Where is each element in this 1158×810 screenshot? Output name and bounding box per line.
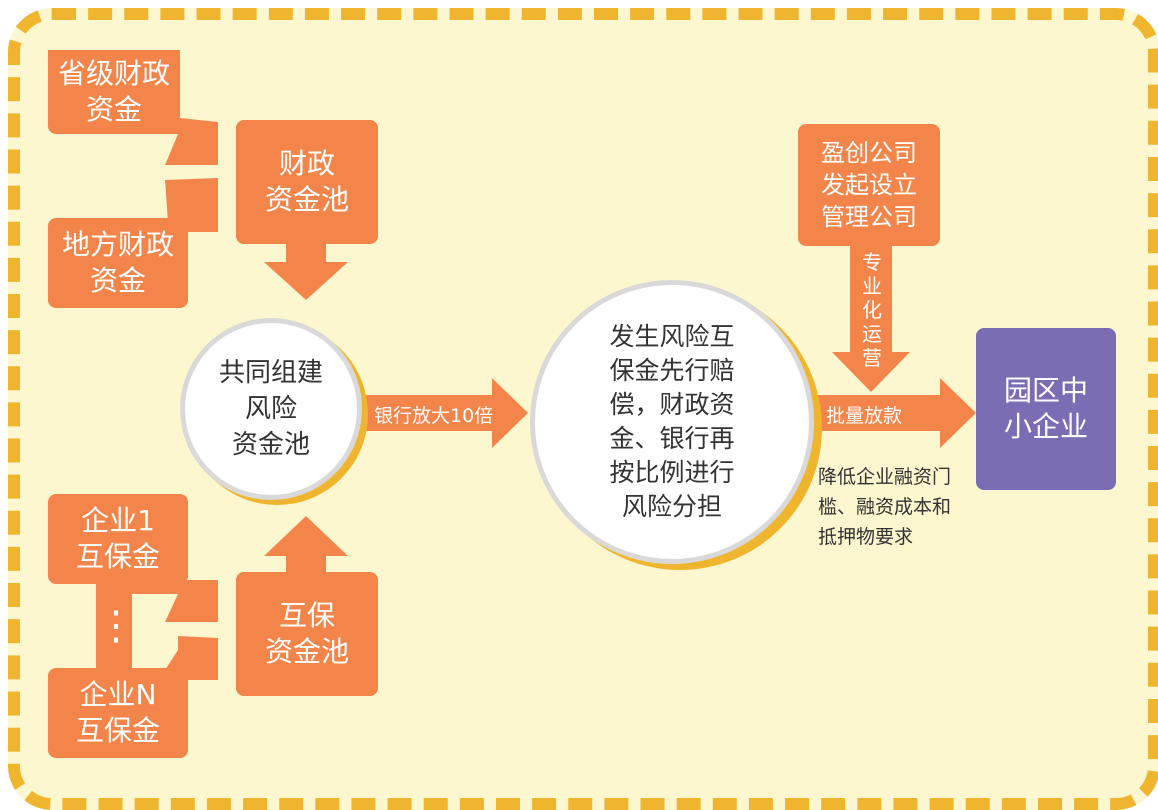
arrow-ent1-to-mutual	[120, 580, 218, 622]
local-funds-box: 地方财政 资金	[48, 218, 188, 308]
arrow-yingchuang-down	[832, 246, 910, 392]
batch-loan-label: 批量放款	[826, 405, 903, 427]
bank-amplify-label: 银行放大10倍	[374, 405, 494, 427]
enterprise-1-box: 企业1 互保金	[48, 494, 188, 584]
mutual-pool-box: 互保 资金池	[236, 572, 378, 696]
park-sme-box: 园区中 小企业	[976, 328, 1116, 490]
reduce-threshold-note: 降低企业融资门 槛、融资成本和 抵押物要求	[818, 466, 952, 548]
fiscal-pool-box: 财政 资金池	[236, 120, 378, 244]
arrow-mutual-to-risk	[264, 516, 348, 575]
arrow-batch-loan	[812, 378, 976, 448]
compensation-circle: 发生风险互 保金先行赔 偿，财政资 金、银行再 按比例进行 风险分担	[530, 280, 814, 564]
arrow-fiscal-to-risk	[264, 244, 348, 300]
enterprise-n-box: 企业N 互保金	[48, 668, 188, 758]
risk-pool-circle: 共同组建 风险 资金池	[180, 318, 362, 500]
arrow-risk-to-compensation	[366, 378, 528, 448]
professional-ops-label: 专 业 化 运 营	[862, 250, 882, 370]
yingchuang-box: 盈创公司 发起设立 管理公司	[798, 124, 940, 246]
ellipsis-dots: ⋮	[96, 603, 136, 649]
provincial-funds-box: 省级财政 资金	[48, 50, 180, 134]
ellipsis-connector	[96, 584, 132, 668]
